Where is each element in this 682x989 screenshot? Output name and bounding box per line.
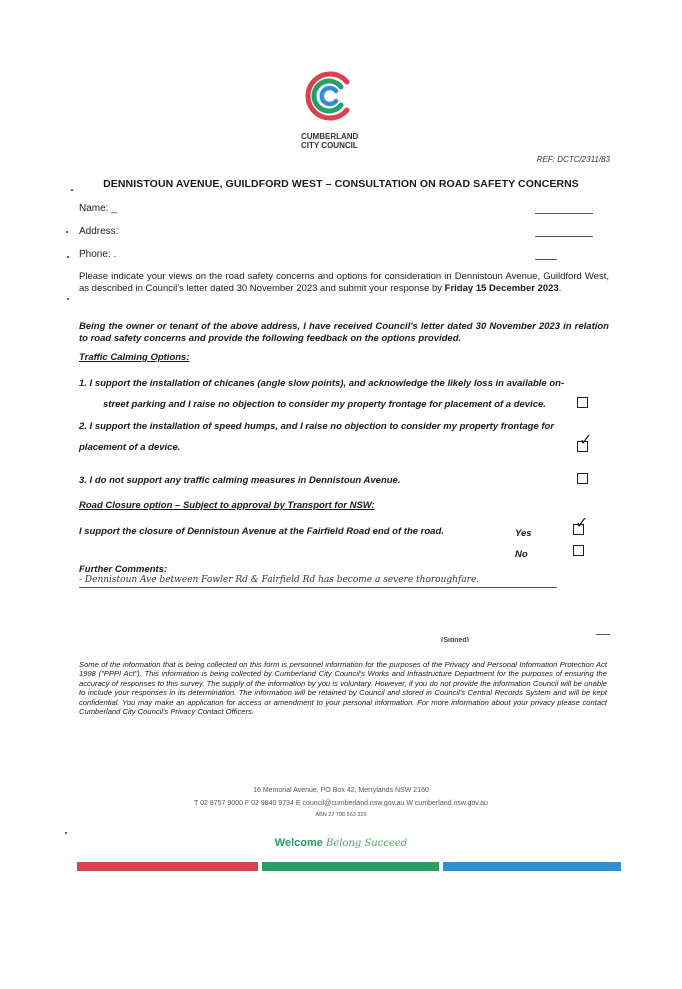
phone-field[interactable]: Phone: . [79,249,117,260]
option-2-checkmark-icon: ✓ [579,430,593,449]
option-2-checkbox[interactable] [577,441,588,452]
signature-line [596,634,610,635]
name-underline [535,213,593,214]
scan-speck [71,189,73,191]
signed-label: (Signed) [441,637,469,642]
option-1-line2: street parking and I raise no objection … [103,399,546,410]
address-underline [535,236,593,237]
footer-bar-red [77,862,258,871]
footer-abn: ABN 22 798 563 329 [315,812,367,818]
comments-label: Further Comments: [79,564,168,575]
footer-bar-blue [443,862,621,871]
option-1-checkbox[interactable] [577,397,588,408]
footer-bar-green [262,862,439,871]
yes-label: Yes [515,528,532,539]
reference-number: REF: DCTC/2311/83 [536,155,610,164]
scan-speck [66,231,68,233]
option-1-line1: 1. I support the installation of chicane… [79,378,565,389]
scan-speck [67,298,69,300]
footer-slogan: Welcome Belong Succeed [274,837,408,849]
name-field[interactable]: Name: _ [79,203,117,214]
yes-checkmark-icon: ✓ [575,513,589,532]
option-3-checkbox[interactable] [577,473,588,484]
footer-contacts: T 02 8757 9000 F 02 9840 9734 E council@… [194,800,488,807]
yes-checkbox[interactable] [573,524,584,535]
option-2-line2: placement of a device. [79,442,181,453]
privacy-notice: Some of the information that is being co… [79,660,607,717]
comments-line [79,587,557,588]
intro-paragraph: Please indicate your views on the road s… [79,271,609,294]
council-name: CUMBERLAND CITY COUNCIL [301,132,359,150]
scan-speck [65,832,67,834]
option-2-line1: 2. I support the installation of speed h… [79,421,555,432]
address-field[interactable]: Address: [79,226,119,237]
statement-paragraph: Being the owner or tenant of the above a… [79,321,609,344]
option-3-line: 3. I do not support any traffic calming … [79,475,401,486]
footer-address: 16 Memorial Avenue, PO Box 42, Merryland… [253,787,429,794]
scan-speck [67,256,69,258]
closure-statement: I support the closure of Dennistoun Aven… [79,526,444,537]
page-title: DENNISTOUN AVENUE, GUILDFORD WEST – CONS… [103,178,579,190]
phone-underline [535,259,557,260]
no-label: No [515,549,528,560]
closure-heading: Road Closure option – Subject to approva… [79,500,375,511]
council-logo-icon [303,70,355,122]
comments-handwritten[interactable]: - Dennistoun Ave between Fowler Rd & Fai… [79,575,480,585]
no-checkbox[interactable] [573,545,584,556]
traffic-heading: Traffic Calming Options: [79,352,190,363]
